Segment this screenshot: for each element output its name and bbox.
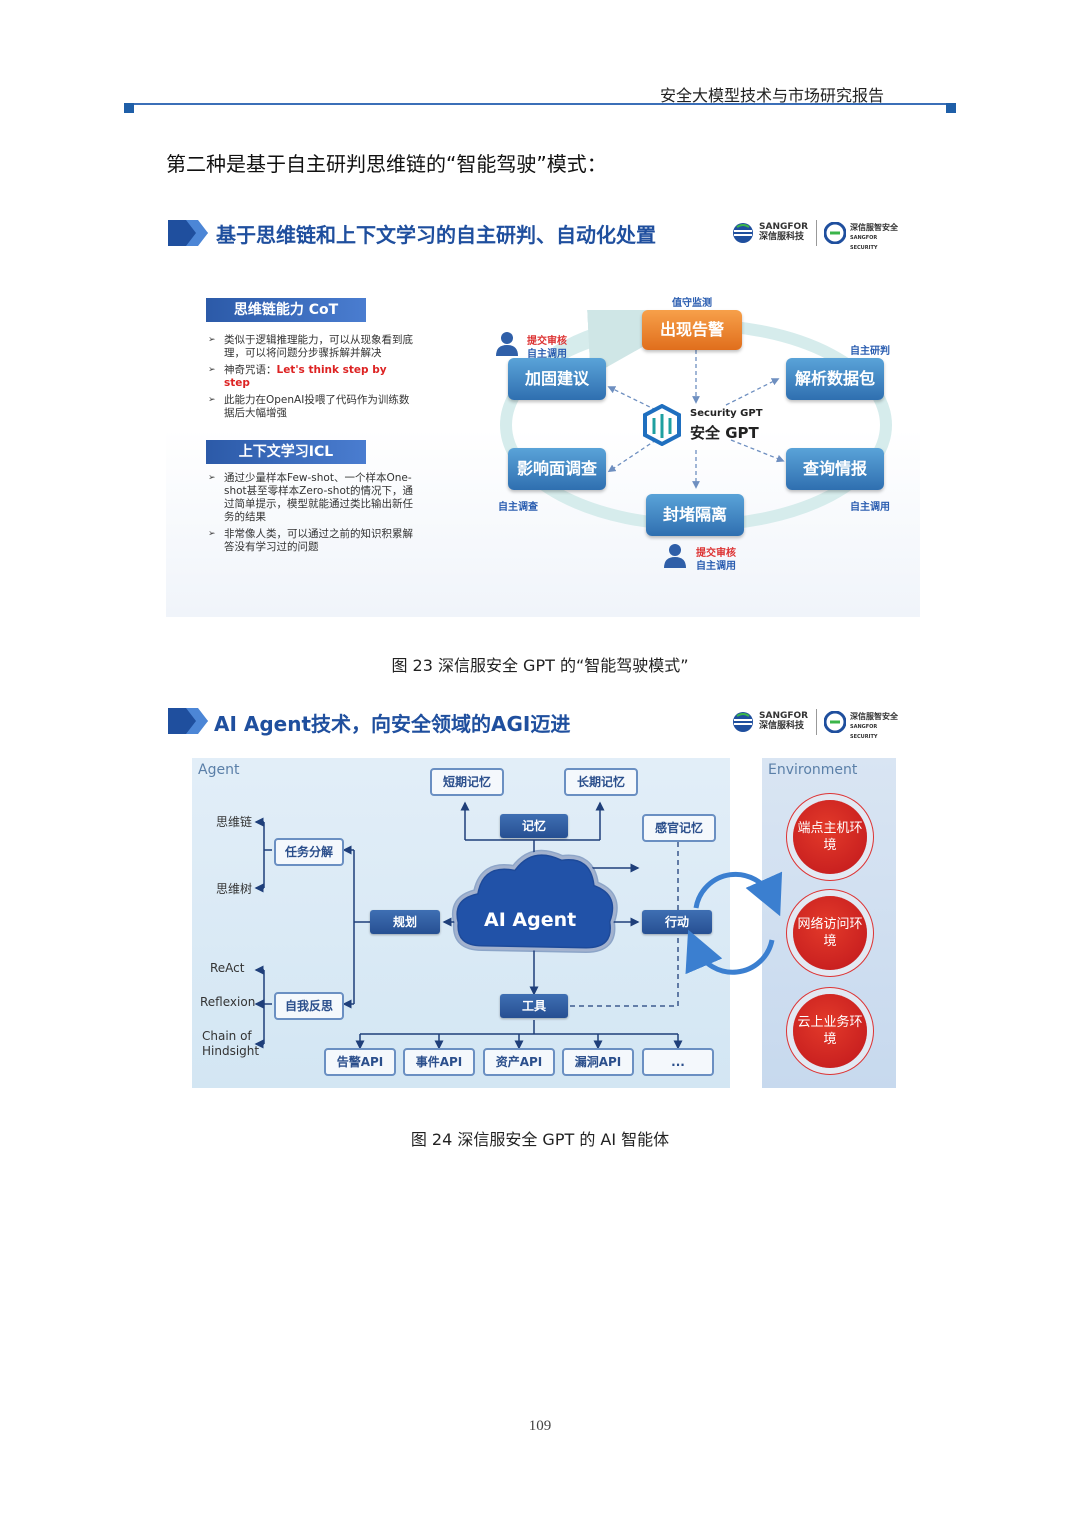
- cloud-business-env: 云上业务环境: [793, 994, 867, 1068]
- header-rule-cap-left: [124, 103, 134, 113]
- reflexion-label: Reflexion: [200, 995, 256, 1009]
- tools-box: 工具: [500, 994, 568, 1018]
- node-block-isolate: 封堵隔离: [646, 494, 744, 536]
- sangfor-logo-text-en: SANGFOR: [759, 711, 809, 721]
- security-gpt-en: Security GPT: [690, 408, 763, 419]
- endpoint-host-env: 端点主机环境: [793, 800, 867, 874]
- chain-of-hindsight-label: Chain of Hindsight: [202, 1029, 260, 1058]
- figure-2-title: AI Agent技术，向安全领域的AGI迈进: [214, 712, 571, 736]
- security-logo-icon: [824, 711, 846, 733]
- tree-of-thought-label: 思维树: [216, 882, 253, 896]
- security-logo-text-en: SANGFOR SECURITY: [850, 724, 878, 740]
- cot-bullets: 类似于逻辑推理能力，可以从现象看到底理，可以将问题分步骤拆解并解决 神奇咒语：L…: [208, 334, 414, 424]
- security-logo-text-cn: 深信服智安全: [850, 712, 898, 721]
- label-autonomous-call-right: 自主调用: [850, 502, 890, 513]
- figure-1-caption: 图 23 深信服安全 GPT 的“智能驾驶模式”: [391, 656, 689, 675]
- label-watch-monitor: 值守监测: [672, 298, 712, 309]
- logo-divider: [816, 709, 817, 735]
- node-hardening-advice: 加固建议: [508, 358, 606, 400]
- short-term-memory-box: 短期记忆: [430, 768, 504, 796]
- security-logo-icon: [824, 222, 846, 244]
- sangfor-logo-icon: [733, 712, 753, 732]
- cot-bullet-2-highlight: Let's think step by step: [224, 364, 387, 389]
- page-number: 109: [528, 1418, 552, 1434]
- label-autonomous-investigation: 自主调查: [498, 502, 538, 513]
- cot-bullet-3: 此能力在OpenAI投喂了代码作为训练数据后大幅增强: [208, 394, 414, 420]
- figure-2-caption: 图 24 深信服安全 GPT 的 AI 智能体: [410, 1130, 670, 1149]
- header-rule-cap-right: [946, 103, 956, 113]
- intro-paragraph: 第二种是基于自主研判思维链的“智能驾驶”模式：: [166, 152, 607, 176]
- sangfor-logos: SANGFOR 深信服科技 深信服智安全 SANGFOR SECURITY: [732, 220, 902, 251]
- task-decomposition-box: 任务分解: [274, 838, 344, 866]
- cot-bullet-1: 类似于逻辑推理能力，可以从现象看到底理，可以将问题分步骤拆解并解决: [208, 334, 414, 360]
- running-header: 安全大模型技术与市场研究报告: [659, 86, 884, 105]
- agent-panel-label: Agent: [198, 762, 240, 778]
- planning-box: 规划: [370, 910, 440, 934]
- interaction-cycle-icon: [685, 871, 783, 975]
- network-access-env: 网络访问环境: [793, 896, 867, 970]
- api-box: 告警API: [324, 1048, 396, 1076]
- chain-of-thought-label: 思维链: [216, 815, 253, 829]
- security-gpt-logo-icon: [643, 404, 681, 446]
- logo-divider: [816, 220, 817, 246]
- api-box-more: ...: [642, 1048, 714, 1076]
- cot-heading: 思维链能力 CoT: [206, 298, 366, 322]
- figure-2-slide: AI Agent技术，向安全领域的AGI迈进 SANGFOR 深信服科技 深信服…: [166, 700, 920, 1104]
- cot-bullet-2-prefix: 神奇咒语：: [224, 364, 277, 376]
- icl-bullet-1: 通过少量样本Few-shot、一个样本One-shot甚至零样本Zero-sho…: [208, 472, 414, 524]
- node-query-intel: 查询情报: [786, 448, 884, 490]
- self-reflection-box: 自我反思: [274, 992, 344, 1020]
- icl-bullets: 通过少量样本Few-shot、一个样本One-shot甚至零样本Zero-sho…: [208, 472, 414, 558]
- security-gpt-cn: 安全 GPT: [690, 424, 759, 442]
- user-avatar-icon: [496, 332, 518, 356]
- action-box: 行动: [642, 910, 712, 934]
- label-auto-call-2: 自主调用: [696, 561, 736, 572]
- long-term-memory-box: 长期记忆: [564, 768, 638, 796]
- sangfor-logos: SANGFOR 深信服科技 深信服智安全 SANGFOR SECURITY: [732, 709, 902, 740]
- figure-1-title: 基于思维链和上下文学习的自主研判、自动化处置: [216, 223, 656, 247]
- cot-bullet-2: 神奇咒语：Let's think step by step: [208, 364, 414, 390]
- sangfor-logo-text-cn: 深信服科技: [759, 721, 805, 731]
- node-impact-investigation: 影响面调查: [508, 448, 606, 490]
- environment-panel-label: Environment: [768, 762, 858, 778]
- security-logo-text-en: SANGFOR SECURITY: [850, 235, 878, 251]
- api-box: 资产API: [483, 1048, 555, 1076]
- react-label: ReAct: [210, 961, 245, 975]
- header-rule: [124, 103, 956, 105]
- node-alert: 出现告警: [642, 310, 742, 350]
- node-parse-packet: 解析数据包: [786, 358, 884, 400]
- label-submit-review-2: 提交审核: [696, 548, 736, 559]
- ai-agent-label: AI Agent: [484, 909, 577, 931]
- label-autonomous-judgment: 自主研判: [850, 346, 890, 357]
- icl-heading: 上下文学习ICL: [206, 440, 366, 464]
- sangfor-logo-text-cn: 深信服科技: [759, 232, 805, 242]
- icl-bullet-2: 非常像人类，可以通过之前的知识积累解答没有学习过的问题: [208, 528, 414, 554]
- label-submit-review-1: 提交审核: [527, 336, 567, 347]
- sangfor-logo-icon: [733, 223, 753, 243]
- sensory-memory-box: 感官记忆: [642, 814, 716, 842]
- sangfor-logo-text-en: SANGFOR: [759, 222, 809, 232]
- agent-diagram-connectors: [254, 801, 683, 1050]
- figure-1-slide: 基于思维链和上下文学习的自主研判、自动化处置 SANGFOR 深信服科技 深信服…: [166, 200, 920, 617]
- chevron-arrow-icon: [168, 708, 208, 734]
- memory-box: 记忆: [500, 814, 568, 838]
- api-box: 事件API: [403, 1048, 475, 1076]
- security-logo-text-cn: 深信服智安全: [850, 223, 898, 232]
- chevron-arrow-icon: [168, 220, 208, 246]
- user-avatar-icon: [664, 544, 686, 568]
- label-auto-call-1: 自主调用: [527, 349, 567, 360]
- api-box: 漏洞API: [562, 1048, 634, 1076]
